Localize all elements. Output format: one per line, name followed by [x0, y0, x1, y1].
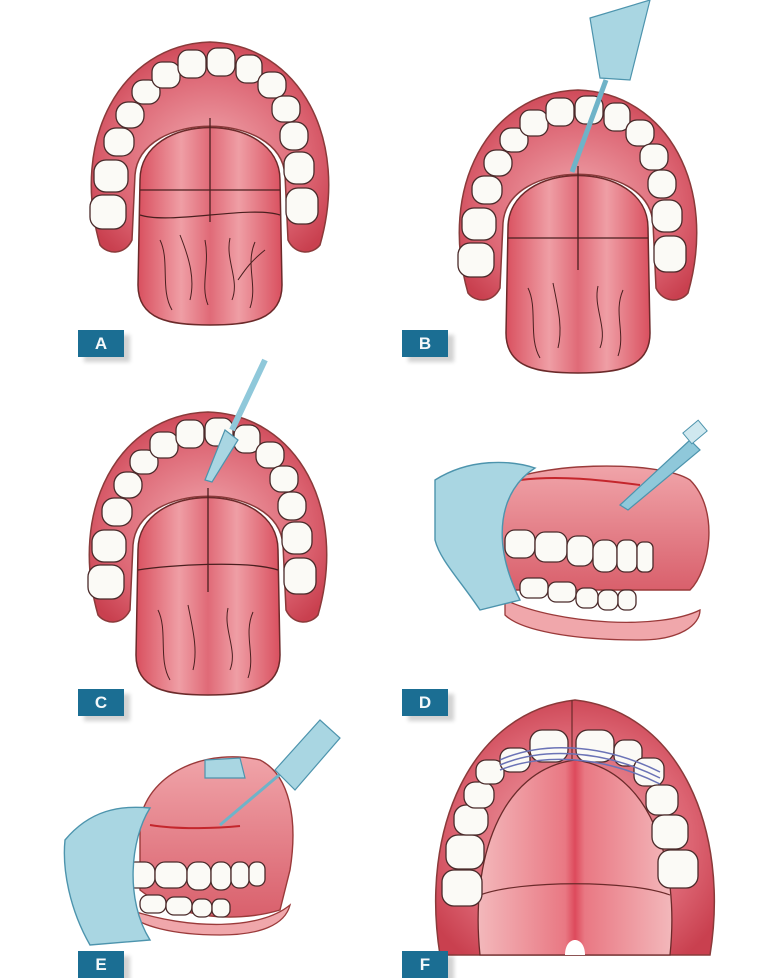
- panel-label-e: E: [78, 951, 124, 978]
- panel-f: [434, 699, 716, 956]
- glove: [434, 461, 537, 611]
- panel-label-c: C: [78, 689, 124, 716]
- panel-label-a: A: [78, 330, 124, 357]
- panel-a: [89, 41, 330, 326]
- panel-e: [63, 719, 341, 946]
- glove: [63, 806, 152, 946]
- panel-label-d: D: [402, 689, 448, 716]
- panel-b: [457, 89, 698, 374]
- panel-c: [87, 411, 328, 696]
- scalpel-icon: [204, 358, 268, 483]
- panel-label-f: F: [402, 951, 448, 978]
- lower-lip: [504, 598, 701, 641]
- scalpel-icon: [619, 419, 708, 511]
- panel-label-b: B: [402, 330, 448, 357]
- retractor: [204, 757, 246, 779]
- scalpel-icon: [569, 0, 651, 173]
- wire-ligature: [499, 746, 661, 785]
- tongue: [137, 126, 283, 326]
- teeth-row: [89, 47, 319, 230]
- scalpel-icon: [219, 719, 341, 827]
- panel-d: [434, 419, 710, 641]
